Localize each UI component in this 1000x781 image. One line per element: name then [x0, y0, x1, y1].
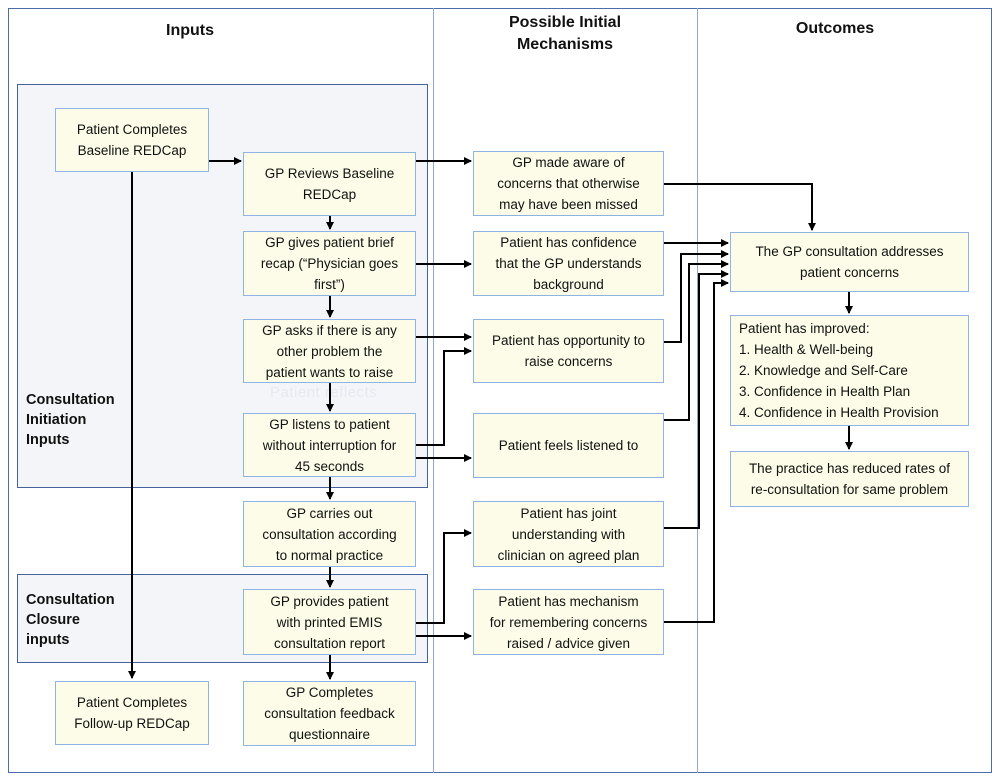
consultation-closure-label: Consultation Closure inputs	[26, 592, 115, 648]
arrow-remember-to-addresses	[664, 279, 729, 623]
patient-opportunity-box: Patient has opportunity to raise concern…	[473, 319, 664, 383]
arrow-aware-to-addresses	[664, 183, 816, 231]
arrow-listens-to-opportunity	[416, 347, 472, 446]
mechanisms-header: Possible Initial Mechanisms	[508, 14, 622, 53]
gp-made-aware-box: GP made aware of concerns that otherwise…	[473, 151, 664, 216]
faint-watermark-text: Patient reflects	[270, 384, 378, 401]
gp-reviews-baseline-box: GP Reviews Baseline REDCap	[243, 152, 416, 216]
arrow-opportunity-to-addresses	[664, 250, 729, 343]
arrow-provides-to-joint	[416, 529, 472, 624]
consultation-addresses-box: The GP consultation addresses patient co…	[730, 232, 969, 292]
diagram-frame	[8, 8, 992, 773]
reduced-reconsultation-box: The practice has reduced rates of re-con…	[730, 451, 969, 507]
gp-asks-other-problem-box: GP asks if there is any other problem th…	[243, 319, 416, 383]
consultation-initiation-label: Consultation Initiation Inputs	[26, 392, 115, 448]
patient-completes-followup-box: Patient Completes Follow-up REDCap	[55, 681, 209, 745]
outcomes-header: Outcomes	[795, 20, 875, 37]
arrow-listened-to-addresses	[664, 260, 729, 421]
column-divider-2	[697, 8, 698, 773]
patient-mechanism-remembering-box: Patient has mechanism for remembering co…	[473, 589, 664, 655]
inputs-header: Inputs	[166, 22, 214, 39]
patient-confidence-box: Patient has confidence that the GP under…	[473, 231, 664, 296]
column-divider-1	[433, 8, 434, 773]
patient-listened-box: Patient feels listened to	[473, 413, 664, 478]
gp-provides-report-box: GP provides patient with printed EMIS co…	[243, 589, 416, 655]
gp-carries-out-box: GP carries out consultation according to…	[243, 501, 416, 567]
patient-improved-box: Patient has improved: 1. Health & Well-b…	[730, 315, 969, 426]
patient-joint-understanding-box: Patient has joint understanding with cli…	[473, 501, 664, 567]
gp-listens-box: GP listens to patient without interrupti…	[243, 413, 416, 477]
arrow-joint-to-addresses	[664, 270, 729, 529]
patient-completes-baseline-box: Patient Completes Baseline REDCap	[55, 108, 209, 172]
gp-brief-recap-box: GP gives patient brief recap (“Physician…	[243, 231, 416, 296]
gp-completes-feedback-box: GP Completes consultation feedback quest…	[243, 681, 416, 746]
